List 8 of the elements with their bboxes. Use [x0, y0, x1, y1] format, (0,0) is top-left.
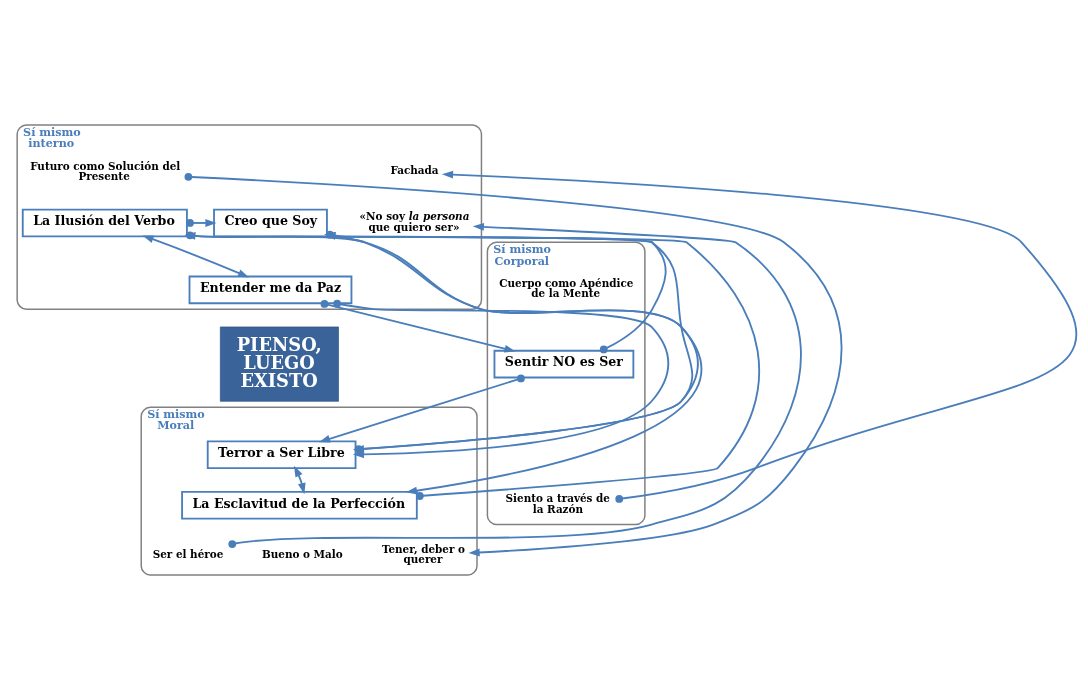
node-text: Fachada [390, 164, 439, 177]
node-text: «No soy la persona que quiero ser» [359, 210, 470, 233]
node-text: Siento a través de la Razón [505, 492, 610, 515]
node-text: Bueno o Malo [261, 547, 343, 560]
node-text: Cuerpo como Apéndice de la Mente [499, 277, 634, 300]
node-text: Tener, deber o querer [381, 542, 465, 566]
node-text: Futuro como Solución del Presente [30, 159, 181, 183]
node-text: Ser el héroe [152, 547, 224, 560]
